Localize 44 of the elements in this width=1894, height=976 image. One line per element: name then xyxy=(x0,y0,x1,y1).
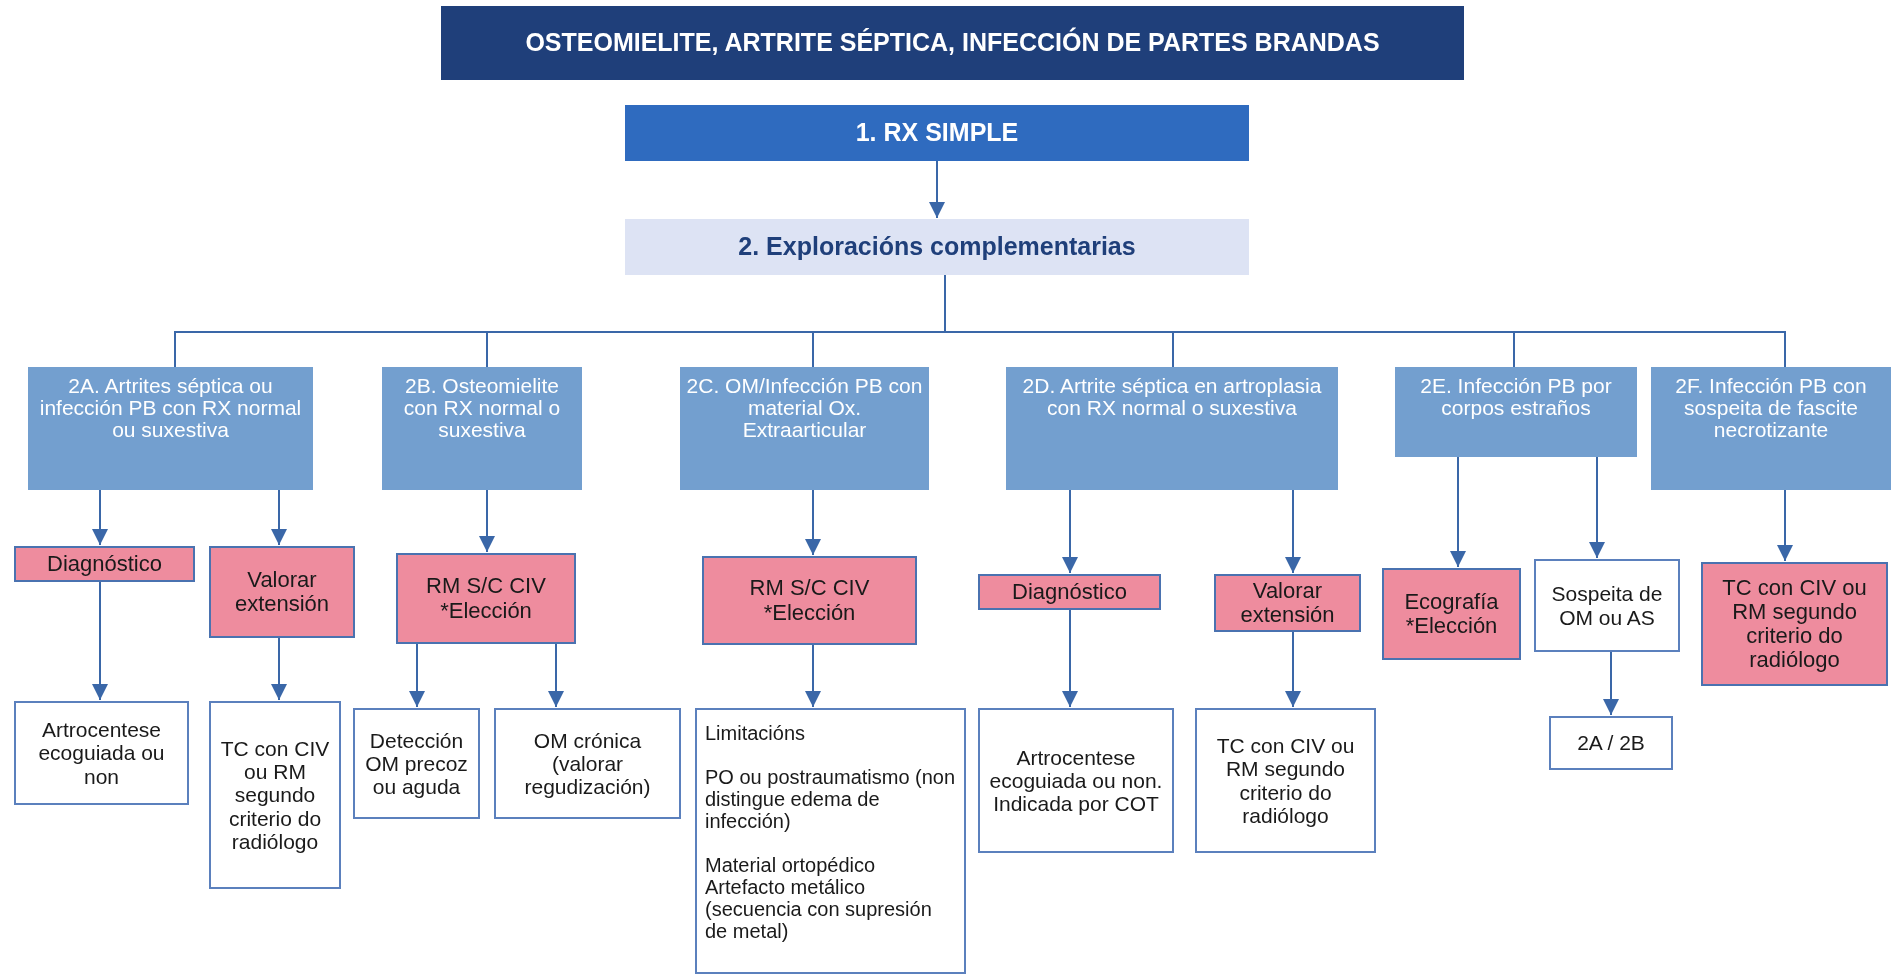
action-box: RM S/C CIV *Elección xyxy=(396,553,576,644)
arrow xyxy=(1062,489,1078,574)
arrow xyxy=(271,637,287,701)
category-box: 2B. Osteomielite con RX normal o suxestiva xyxy=(382,367,582,490)
action-box: Valorar extensión xyxy=(209,546,355,638)
category-box: 2F. Infección PB con sospeita de fascite necrotizante xyxy=(1651,367,1891,490)
arrow xyxy=(92,581,108,701)
result-box: Artrocentese ecoguiada ou non xyxy=(14,701,189,805)
step-box: 1. RX SIMPLE xyxy=(625,105,1249,161)
arrow xyxy=(1285,489,1301,574)
category-box: 2D. Artrite séptica en artroplasia con RX normal o suxestiva xyxy=(1006,367,1338,490)
action-box: Ecografía *Elección xyxy=(1382,568,1521,660)
result-box: OM crónica (valorar regudización) xyxy=(494,708,681,819)
arrow xyxy=(805,489,821,556)
action-box: Diagnóstico xyxy=(978,574,1161,610)
arrow xyxy=(1777,489,1793,562)
result-box: Sospeita de OM ou AS xyxy=(1534,559,1680,652)
arrow xyxy=(271,489,287,546)
action-box: TC con CIV ou RM segundo criterio do radiólogo xyxy=(1701,562,1888,686)
action-box: RM S/C CIV *Elección xyxy=(702,556,917,645)
title-banner: OSTEOMIELITE, ARTRITE SÉPTICA, INFECCIÓN DE PARTES BRANDAS xyxy=(441,6,1464,80)
arrow xyxy=(548,643,564,708)
step-box: 2. Exploracións complementarias xyxy=(625,219,1249,275)
arrow xyxy=(1285,631,1301,708)
result-box: Artrocentese ecoguiada ou non. Indicada por COT xyxy=(978,708,1174,853)
arrow xyxy=(1603,651,1619,716)
arrow xyxy=(92,489,108,546)
category-box: 2A. Artrites séptica ou infección PB con RX normal ou suxestiva xyxy=(28,367,313,490)
arrow xyxy=(1589,456,1605,559)
category-box: 2C. OM/Infección PB con material Ox. Extraarticular xyxy=(680,367,929,490)
arrow xyxy=(1450,456,1466,568)
category-box: 2E. Infección PB por corpos estraños xyxy=(1395,367,1637,457)
arrow xyxy=(929,160,945,219)
arrow xyxy=(1062,609,1078,708)
arrow xyxy=(805,644,821,708)
action-box: Valorar extensión xyxy=(1214,574,1361,632)
result-box: TC con CIV ou RM segundo criterio do radiólogo xyxy=(1195,708,1376,853)
notes-box: Limitacións PO ou postraumatismo (non distingue edema de infección) Material ortopédico Artefacto metálico (secuencia con supresión de metal) xyxy=(695,708,966,974)
result-box: TC con CIV ou RM segundo criterio do radiólogo xyxy=(209,701,341,889)
result-box: 2A / 2B xyxy=(1549,716,1673,770)
result-box: Detección OM precoz ou aguda xyxy=(353,708,480,819)
action-box: Diagnóstico xyxy=(14,546,195,582)
arrow xyxy=(479,489,495,553)
arrow xyxy=(409,643,425,708)
